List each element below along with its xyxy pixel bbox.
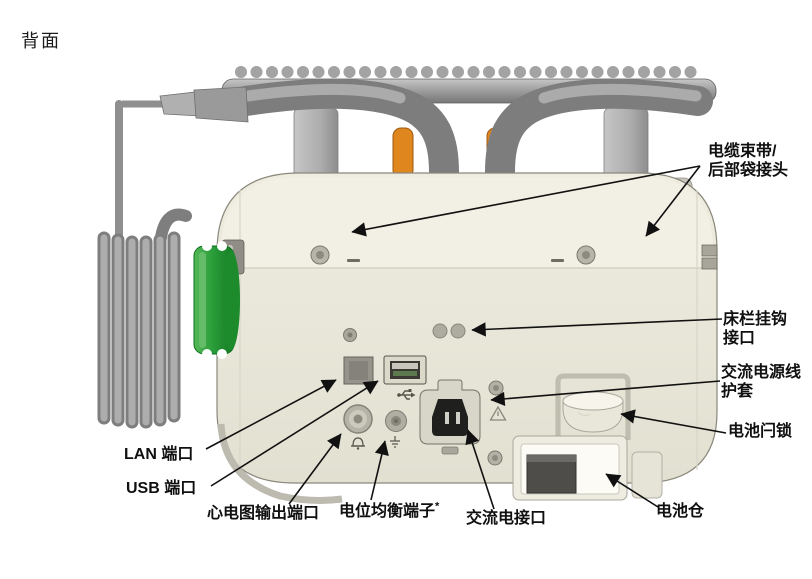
side-clip [701, 244, 718, 257]
page-title: 背面 [21, 31, 61, 51]
label-lan-port: LAN 端口 [124, 446, 194, 463]
cable-connector [193, 86, 249, 123]
label-bed-rail-hook: 床栏挂钩 接口 [723, 311, 788, 347]
battery-latch-graphic [555, 373, 631, 440]
usb-icon [397, 389, 416, 400]
paddle-handles [159, 78, 713, 229]
equipotential-icon [390, 436, 400, 448]
label-ac-inlet: 交流电接口 [466, 510, 547, 527]
usb-port-graphic [383, 355, 427, 385]
label-ac-cord-sheath: 交流电源线 护套 [721, 364, 802, 400]
callout-arrows [205, 165, 727, 510]
footnote-marker: * [435, 500, 440, 513]
green-knob [193, 239, 245, 359]
sync-bell-icon [351, 437, 365, 450]
orange-release-clip-left [392, 127, 414, 179]
ecg-output-port-graphic [343, 404, 373, 434]
lan-port-graphic [343, 356, 374, 385]
label-usb-port: USB 端口 [126, 480, 197, 497]
paddle-cable-coil [97, 100, 192, 429]
warning-triangle-icon [489, 405, 507, 421]
label-ecg-output: 心电图输出端口 [207, 505, 320, 522]
label-battery-bay: 电池仓 [656, 503, 705, 520]
ac-inlet-graphic [419, 379, 481, 455]
label-cable-tie: 电缆束带/ 后部袋接头 [708, 143, 789, 179]
label-equipotential-terminal: 电位均衡端子* [339, 500, 440, 520]
equipotential-terminal-graphic [385, 410, 407, 432]
side-clip [701, 257, 718, 270]
label-battery-latch: 电池闩锁 [728, 423, 793, 440]
battery-compartment-graphic [512, 435, 663, 501]
device-body [216, 172, 718, 504]
bed-rail-holes [432, 323, 466, 339]
rear-screws [310, 245, 596, 466]
